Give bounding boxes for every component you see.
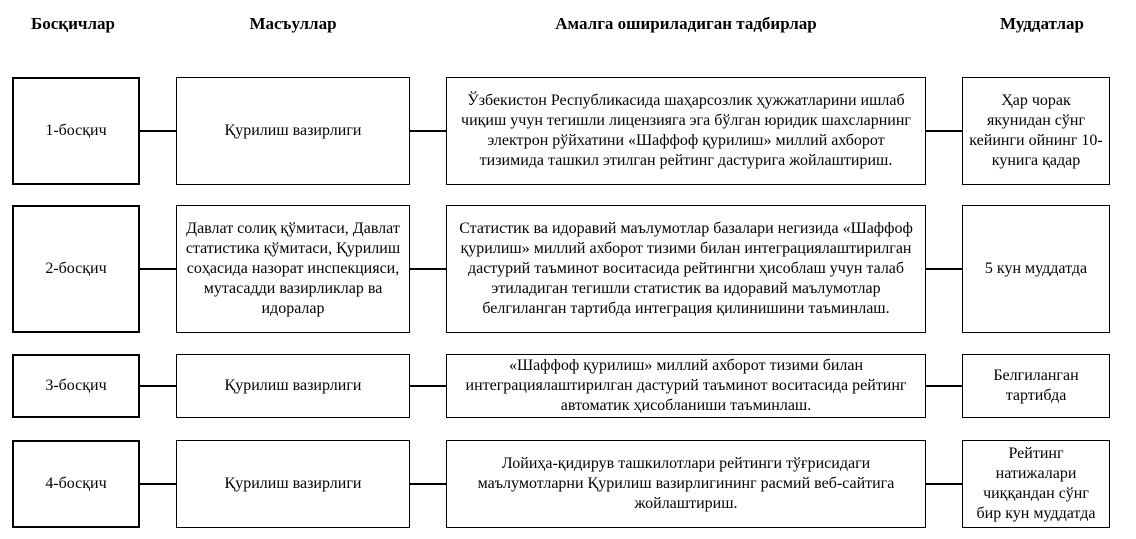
header-responsible: Масъуллар xyxy=(249,14,337,33)
connector-line xyxy=(410,130,446,132)
header-stages: Босқичлар xyxy=(31,14,115,33)
connector-line xyxy=(140,385,176,387)
connector-line xyxy=(926,130,962,132)
responsible-box-2: Давлат солиқ қўмитаси, Давлат статистика… xyxy=(176,205,410,333)
term-box-1: Ҳар чорак якунидан сўнг кейинги ойнинг 1… xyxy=(962,77,1110,185)
action-box-4: Лойиҳа-қидирув ташкилотлари рейтинги тўғ… xyxy=(446,440,926,528)
connector-line xyxy=(926,268,962,270)
connector-line xyxy=(410,385,446,387)
stage-box-4: 4-босқич xyxy=(12,440,140,528)
connector-line xyxy=(926,483,962,485)
term-box-3: Белгиланган тартибда xyxy=(962,354,1110,418)
header-actions: Амалга ошириладиган тадбирлар xyxy=(555,14,817,33)
term-box-2: 5 кун муддатда xyxy=(962,205,1110,333)
responsible-box-4: Қурилиш вазирлиги xyxy=(176,440,410,528)
responsible-box-1: Қурилиш вазирлиги xyxy=(176,77,410,185)
connector-line xyxy=(410,483,446,485)
term-box-4: Рейтинг натижалари чиққандан сўнг бир ку… xyxy=(962,440,1110,528)
action-box-2: Статистик ва идоравий маълумотлар базала… xyxy=(446,205,926,333)
action-box-3: «Шаффоф қурилиш» миллий ахборот тизими б… xyxy=(446,354,926,418)
responsible-box-3: Қурилиш вазирлиги xyxy=(176,354,410,418)
connector-line xyxy=(410,268,446,270)
action-box-1: Ўзбекистон Республикасида шаҳарсозлик ҳу… xyxy=(446,77,926,185)
connector-line xyxy=(140,130,176,132)
stage-box-2: 2-босқич xyxy=(12,205,140,333)
connector-line xyxy=(140,483,176,485)
stage-box-1: 1-босқич xyxy=(12,77,140,185)
stage-box-3: 3-босқич xyxy=(12,354,140,418)
connector-line xyxy=(926,385,962,387)
header-terms: Муддатлар xyxy=(1000,14,1084,33)
connector-line xyxy=(140,268,176,270)
